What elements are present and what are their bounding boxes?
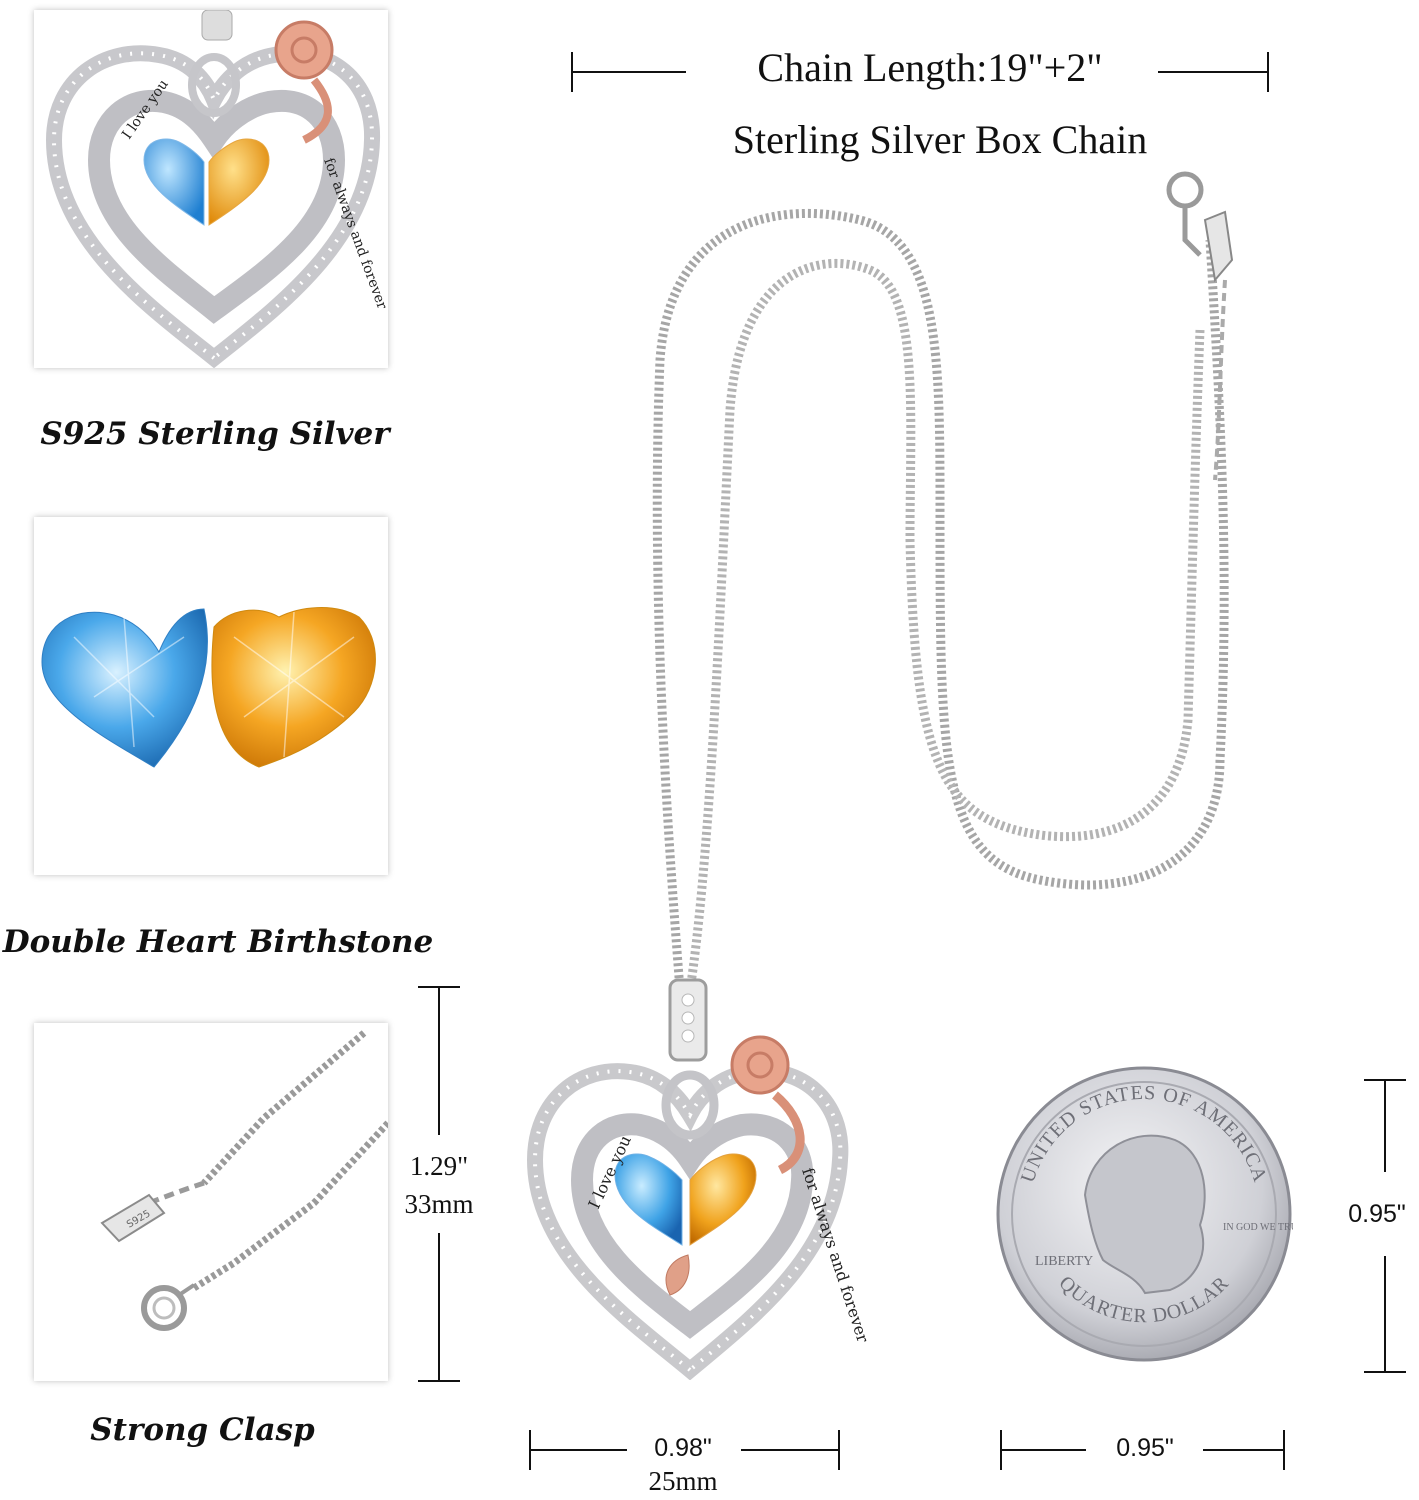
feature-image-clasp: S925 — [34, 1023, 388, 1381]
feature-caption-clasp: Strong Clasp — [90, 1412, 315, 1448]
feature-caption-sterling-silver: S925 Sterling Silver — [40, 416, 390, 452]
necklace-illustration: I love you for always and forever — [526, 171, 1234, 1380]
pendant-width-line — [529, 1430, 840, 1470]
heart-gems-icon — [41, 607, 376, 768]
chain-length-label: Chain Length:19"+2" — [757, 45, 1103, 90]
pendant-width-mm: 25mm — [648, 1466, 718, 1496]
coin-liberty: LIBERTY — [1035, 1254, 1093, 1269]
feature-image-birthstones — [34, 517, 388, 875]
coin-motto: IN GOD WE TRUST — [1223, 1222, 1293, 1233]
pendant-width-inches: 0.98" — [654, 1434, 712, 1462]
chain-length-dimension-line — [571, 52, 1269, 92]
feature-caption-birthstones: Double Heart Birthstone — [2, 924, 434, 960]
coin-width-line — [1000, 1430, 1285, 1470]
pendant-height-inches: 1.29" — [409, 1151, 469, 1181]
coin-height-line — [1364, 1079, 1406, 1373]
feature-image-sterling-silver: I love you for always and forever — [34, 10, 388, 368]
chain-type-label: Sterling Silver Box Chain — [732, 117, 1148, 162]
pendant-height-line — [418, 986, 460, 1382]
svg-text:for always and forever: for always and forever — [320, 156, 388, 312]
pendant-height-mm: 33mm — [404, 1189, 474, 1219]
quarter-coin: UNITED STATES OF AMERICA QUARTER DOLLAR … — [996, 1066, 1293, 1362]
coin-height-label: 0.95" — [1348, 1200, 1406, 1228]
coin-width-label: 0.95" — [1116, 1434, 1174, 1462]
chain-clasp-icon: S925 — [100, 1030, 388, 1331]
heart-pendant-icon: I love you for always and forever — [45, 10, 388, 368]
